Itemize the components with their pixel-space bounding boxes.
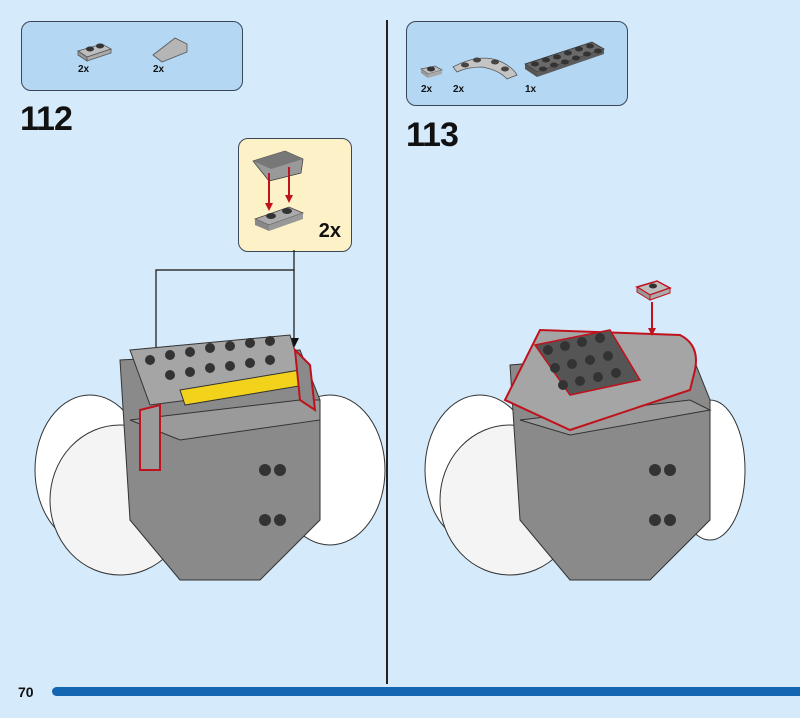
model-step-113 [424, 280, 746, 581]
part-plate-1x1-icon [420, 65, 444, 78]
parts-list-step-113: 2x 2x 1x [406, 21, 628, 106]
step-number: 112 [20, 100, 73, 138]
part-curved-plate-icon [452, 57, 518, 80]
parts-list-step-112: 2x 2x [21, 21, 243, 91]
sub-assembly-callout: 2x [238, 138, 352, 252]
part-qty: 1x [525, 84, 537, 95]
part-plate-2x6-icon [524, 41, 605, 77]
part-qty: 2x [453, 84, 465, 95]
part-plate-1x2-icon [77, 43, 112, 62]
step-number: 113 [406, 116, 459, 154]
column-divider [386, 20, 388, 684]
part-qty: 2x [78, 64, 90, 75]
page-footer-bar [52, 687, 800, 696]
page-number: 70 [18, 684, 34, 700]
slope-on-plate-icon [252, 150, 305, 231]
callout-qty: 2x [318, 220, 341, 242]
model-step-112 [34, 334, 386, 581]
part-qty: 2x [153, 64, 165, 75]
part-slope-icon [152, 37, 188, 63]
part-qty: 2x [421, 84, 433, 95]
callout-pointer-lines [155, 250, 295, 405]
